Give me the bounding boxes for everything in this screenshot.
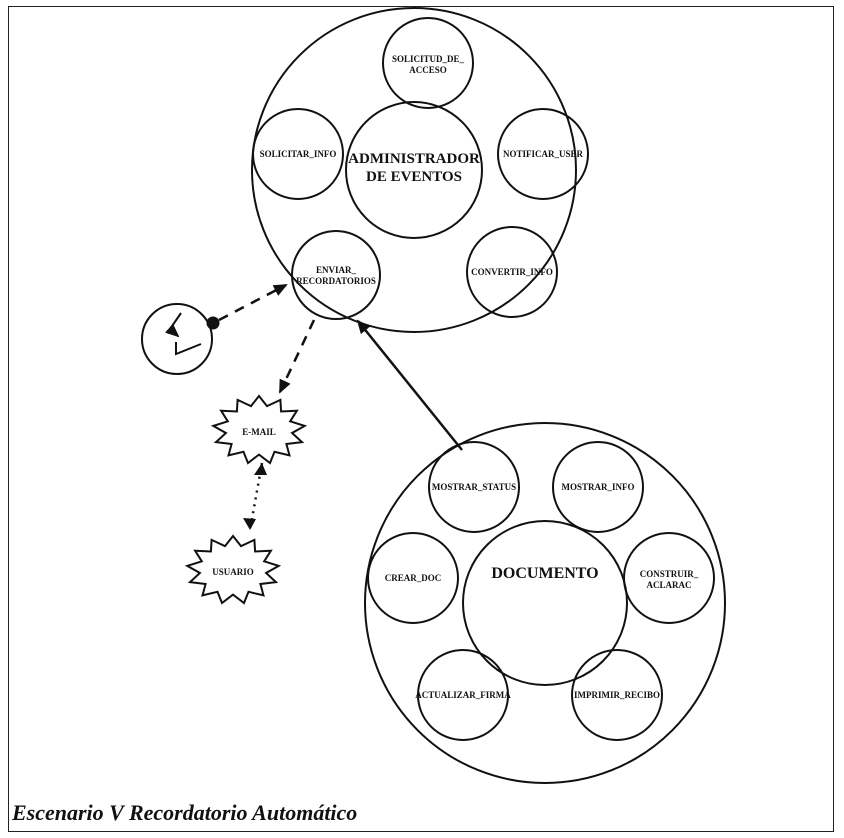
enviar-to-email-arrow	[278, 319, 316, 394]
solicitar-info-label: SOLICITAR_INFO	[260, 149, 337, 159]
construir-aclarac-label-1: CONSTRUIR_	[640, 569, 699, 579]
usuario-label: USUARIO	[212, 567, 254, 577]
solicitar-info-node[interactable]	[252, 108, 344, 200]
email-usuario-head-top	[254, 463, 267, 475]
crear-doc-node[interactable]	[367, 532, 459, 624]
imprimir-recibo-label: IMPRIMIR_RECIBO	[574, 690, 660, 700]
mostrar-info-node[interactable]	[552, 441, 644, 533]
mostrar-status-label: MOSTRAR_STATUS	[432, 482, 516, 492]
construir-aclarac-label-2: ACLARAC	[647, 580, 692, 590]
construir-aclarac-node[interactable]	[623, 532, 715, 624]
solicitud-acceso-label-1: SOLICITUD_DE_	[392, 54, 465, 64]
documento-title: DOCUMENTO	[491, 565, 598, 582]
solicitud-acceso-label-2: ACCESO	[409, 65, 447, 75]
notificar-user-label: NOTIFICAR_USER	[503, 149, 584, 159]
admin-title-line1: ADMINISTRADOR	[348, 151, 480, 167]
documento-group-circle	[364, 422, 726, 784]
actualizar-firma-node[interactable]	[417, 649, 509, 741]
convertir-info-label: CONVERTIR_INFO	[471, 267, 553, 277]
crear-doc-label: CREAR_DOC	[385, 573, 442, 583]
mostrar-status-node[interactable]	[428, 441, 520, 533]
convertir-info-node[interactable]	[466, 226, 558, 318]
usuario-actor[interactable]: USUARIO	[184, 534, 282, 605]
actualizar-firma-label: ACTUALIZAR_FIRMA	[415, 690, 511, 700]
imprimir-recibo-node[interactable]	[571, 649, 663, 741]
clock-to-enviar-arrow	[218, 283, 288, 322]
admin-core-circle	[345, 101, 483, 239]
email-actor[interactable]: E-MAIL	[210, 394, 308, 465]
solicitud-acceso-node[interactable]	[382, 17, 474, 109]
clock-icon	[141, 303, 220, 375]
notificar-user-node[interactable]	[497, 108, 589, 200]
mostrar-info-label: MOSTRAR_INFO	[561, 482, 634, 492]
enviar-recordatorios-label-2: RECORDATORIOS	[296, 276, 376, 286]
diagram-frame	[8, 6, 834, 832]
email-label: E-MAIL	[242, 427, 276, 437]
documento-to-admin-arrow	[356, 319, 463, 451]
email-usuario-head-bottom	[243, 518, 256, 530]
admin-title-line2: DE EVENTOS	[366, 169, 462, 185]
documento-core-circle	[462, 520, 628, 686]
admin-group-circle	[251, 7, 577, 333]
diagram-caption: Escenario V Recordatorio Automático	[12, 800, 358, 825]
enviar-recordatorios-node[interactable]	[291, 230, 381, 320]
enviar-recordatorios-label-1: ENVIAR_	[316, 265, 357, 275]
